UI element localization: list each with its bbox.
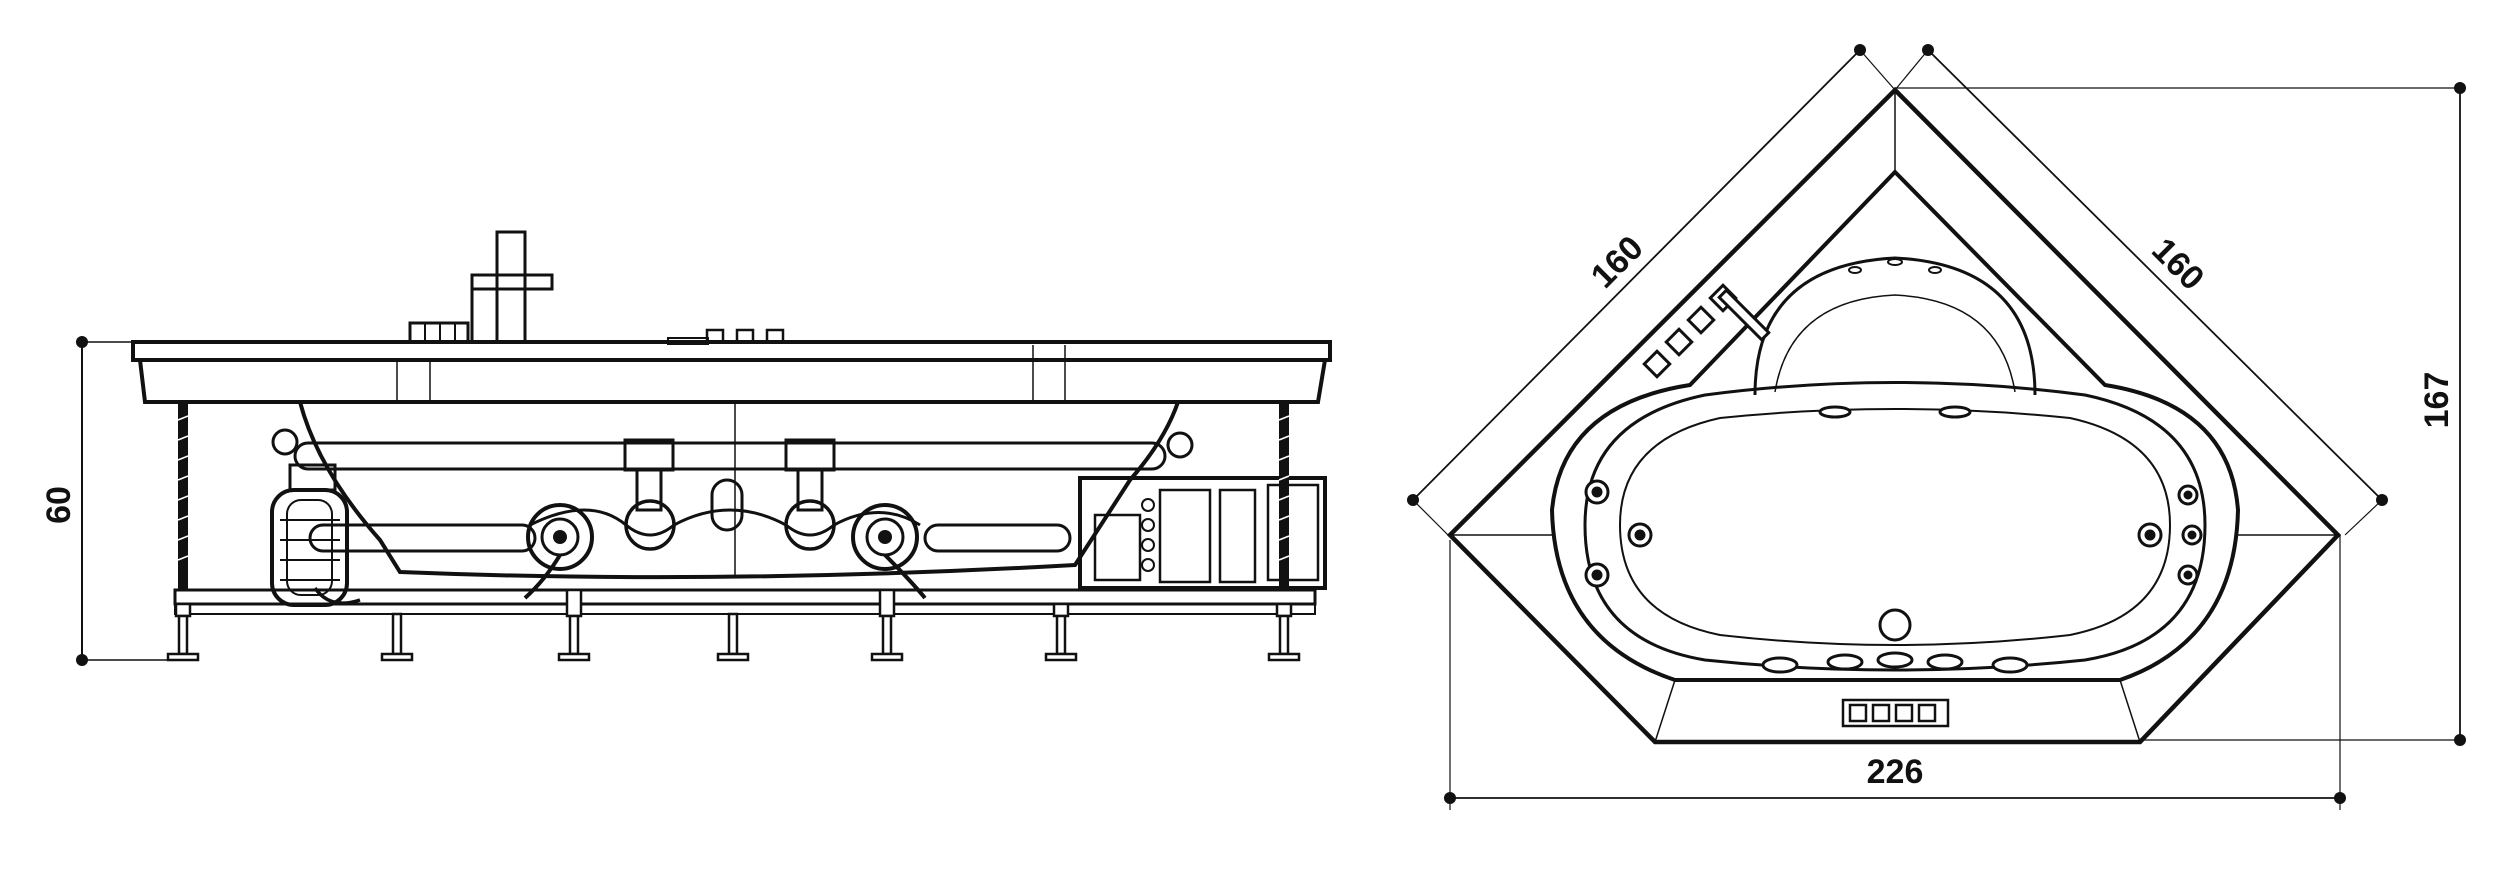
plan-view: 160 160 167 226 [1407,44,2466,810]
tub-rim [131,340,1332,362]
feet [166,588,1301,662]
jet-right [851,503,927,600]
side-left-label: 160 [1584,229,1651,296]
lower-pipe [308,523,1072,553]
basin-outer [1583,381,2207,672]
tub-inner-rim [1549,169,2241,682]
deck-controls [1642,283,1771,379]
tub-outer-shell [1446,86,2342,745]
faucet [408,230,554,344]
backrest [1753,256,2037,396]
side-right-dimension: 160 [1894,44,2388,536]
side-right-label: 160 [2144,231,2211,298]
jet-left [523,503,594,600]
support-legs [177,404,1290,590]
pipe-fittings [529,438,921,551]
control-box [1078,476,1327,590]
depth-dimension: 167 [1895,82,2466,746]
height-label: 60 [40,486,78,524]
depth-label: 167 [2418,372,2456,429]
tub-apron [137,358,1328,404]
width-label: 226 [1867,753,1924,791]
height-dimension: 60 [40,336,175,666]
width-dimension: 226 [1444,535,2346,810]
basin-inner [1618,408,2172,646]
pump-motor [270,463,361,607]
upper-pipe [271,428,1194,471]
side-left-dimension: 160 [1407,44,1896,536]
drain [1878,608,1912,642]
jets [1584,258,2203,674]
control-panel [1841,698,1950,728]
side-elevation-view: 60 [40,230,1332,666]
